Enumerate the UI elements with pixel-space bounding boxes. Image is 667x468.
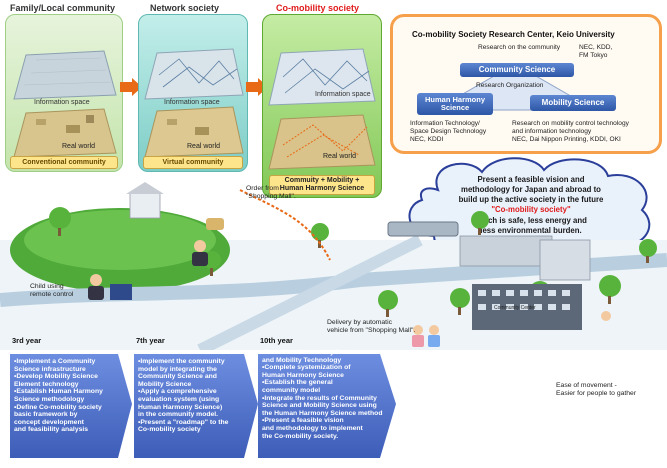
year-7-goal-line: Co-mobility society	[138, 426, 201, 434]
year-7-goal-line: •Implement the community	[138, 358, 225, 365]
research-org-label: Research Organization	[476, 82, 544, 89]
year-10-goal-line: •Present a feasible vision	[262, 417, 344, 425]
panel-3-upper-label: Information space	[315, 91, 371, 98]
year-3-goal-line: •Define Co-mobility society	[14, 403, 102, 411]
year-10-goal-line: the Co-mobility society.	[262, 432, 339, 440]
year-7-label: 7th year	[136, 336, 165, 345]
child-label-1: Child using	[30, 283, 64, 290]
it-line-3: NEC, KDDI	[410, 136, 444, 143]
year-10-goals: •Establish Community Science and Mobilit…	[262, 349, 394, 440]
panel-2-title: Network society	[150, 3, 220, 13]
year-3-goal-line: •Implement a Community	[14, 358, 96, 365]
delivery-label-1: Delivery by automatic	[327, 319, 392, 326]
year-3-goal-line: •Establish Human Harmony	[14, 388, 103, 396]
year-10-goal-line: Science and Mobility Science using	[262, 402, 377, 410]
year-10-goal-line: community model	[262, 387, 321, 395]
mobility-line-1: Research on mobility control technology	[512, 120, 629, 127]
year-7-goal-line: Community Science and	[138, 373, 217, 381]
virtual-community-panel: Information space Real world Virtual com…	[138, 14, 248, 172]
vision-line-6: less environmental burden.	[480, 225, 582, 235]
vision-line-2: methodology for Japan and abroad to	[461, 185, 601, 195]
year-10-goal-line: and Mobility Technology	[262, 356, 342, 364]
mobility-science-pill: Mobility Science	[530, 95, 616, 111]
year-3-goal-line: and feasibility analysis	[14, 426, 89, 434]
panel-1-caption: Conventional community	[10, 156, 118, 169]
human-harmony-line-1: Human Harmony	[424, 95, 485, 105]
arrow-right-icon	[120, 78, 142, 96]
year-7-goal-line: Mobility Science	[138, 380, 192, 388]
year-10-goal-line: •Complete systemization of	[262, 364, 351, 372]
mobility-line-3: NEC, Dai Nippon Printing, KDDI, OKI	[512, 136, 621, 143]
year-3-label: 3rd year	[12, 336, 42, 345]
panel-2-upper-label: Information space	[164, 99, 220, 106]
vision-statement: Present a feasible vision and methodolog…	[428, 175, 634, 236]
community-science-pill: Community Science	[460, 63, 574, 77]
community-center-sign: Community Center	[494, 305, 536, 311]
panel-1-lower-label: Real world	[62, 143, 96, 150]
panel-3-lower-label: Real world	[323, 153, 357, 160]
year-10-goal-line: the Human Harmony Science method	[262, 409, 383, 417]
year-10-label: 10th year	[260, 336, 293, 345]
panel-2-caption: Virtual community	[143, 156, 243, 169]
year-10-goal-line: •Integrate the results of Community	[262, 394, 377, 402]
town-scene-illustration	[0, 182, 667, 350]
year-10-goal-line: •Establish Community Science	[262, 349, 362, 356]
year-10-goal-line: Human Harmony Science	[262, 371, 344, 379]
child-label-2: remote control	[30, 291, 74, 298]
year-3-goal-line: Science methodology	[14, 396, 85, 404]
comobility-society-panel: Information space Real world Commuity + …	[262, 14, 382, 198]
research-on-community-label: Research on the community	[478, 44, 561, 51]
panel-3-title: Co-mobility society	[276, 3, 360, 13]
research-center-title: Co-mobility Society Research Center, Kei…	[412, 30, 615, 39]
order-label-2: "Shopping Mall".	[246, 193, 296, 200]
order-label-1: Order from	[246, 185, 279, 192]
year-7-goal-line: model by integrating the	[138, 365, 217, 373]
human-harmony-science-pill: Human Harmony Science	[417, 93, 493, 115]
partners-top-2: FM Tokyo	[579, 52, 608, 59]
year-7-goals: •Implement the community model by integr…	[138, 358, 250, 434]
year-3-goal-line: basic framework by	[14, 411, 78, 419]
year-7-goal-line: Human Harmony Science)	[138, 403, 223, 411]
human-harmony-line-2: Science	[440, 103, 470, 112]
year-3-goal-line: •Develop Mobility Science	[14, 373, 98, 381]
year-7-goal-line: •Present a "roadmap" to the	[138, 418, 229, 426]
panel-2-lower-label: Real world	[187, 143, 221, 150]
panel-1-upper-label: Information space	[34, 99, 90, 106]
vision-line-3: build up the active society in the futur…	[458, 195, 604, 205]
year-7-goal-line: evaluation system (using	[138, 396, 220, 404]
year-3-goals: •Implement a Community Science infrastru…	[14, 358, 126, 434]
year-7-goal-line: in the community model.	[138, 411, 219, 419]
vision-line-1: Present a feasible vision and	[477, 175, 585, 184]
it-line-2: Space Design Technology	[410, 128, 487, 135]
delivery-label-2: vehicle from "Shopping Mall".	[327, 327, 416, 334]
year-10-goal-line: and methodology to implement	[262, 425, 363, 433]
year-7-goal-line: •Apply a comprehensive	[138, 388, 217, 396]
vision-line-4: "Co-mobility society"	[491, 205, 571, 215]
panel-3-caption-line-1: Commuity + Mobility +	[284, 176, 360, 184]
year-3-goal-line: concept development	[14, 418, 84, 426]
mobility-line-2: and information technology	[512, 128, 592, 135]
panel-1-title: Family/Local community	[10, 3, 116, 13]
panel-3-caption: Commuity + Mobility + Human Harmony Scie…	[269, 175, 375, 195]
planes-graphic	[268, 48, 376, 170]
panel-3-caption-line-2: Human Harmony Science	[279, 185, 365, 192]
year-3-goal-line: Element technology	[14, 380, 79, 388]
year-3-goal-line: Science infrastructure	[14, 365, 86, 373]
planes-graphic	[144, 48, 244, 158]
year-10-goal-line: •Establish the general	[262, 379, 333, 387]
it-line-1: Information Technology/	[410, 120, 480, 127]
vision-line-5: which is safe, less energy and	[475, 215, 587, 225]
partners-top-1: NEC, KDD,	[579, 44, 613, 51]
ease-label-2: Easier for people to gather	[556, 390, 637, 397]
planes-graphic	[13, 50, 117, 158]
roadmap-arrows	[10, 354, 396, 458]
ease-label-1: Ease of movement -	[556, 382, 617, 389]
conventional-community-panel: Information space Real world Conventiona…	[5, 14, 123, 172]
